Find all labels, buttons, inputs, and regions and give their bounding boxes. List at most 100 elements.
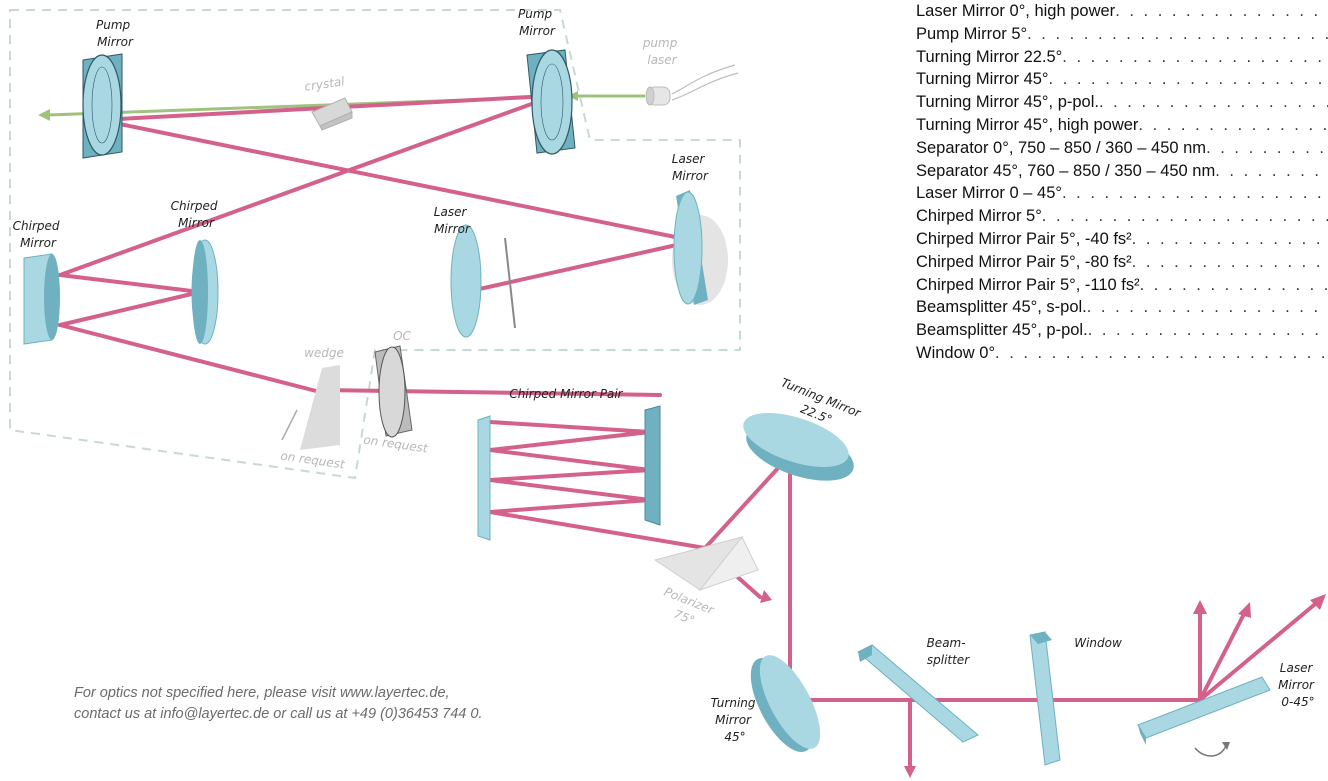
legend-leader-dots: [1132, 253, 1328, 272]
legend-item: Laser Mirror 0°, high power: [916, 2, 1328, 25]
legend-item-label: Chirped Mirror Pair 5°, -40 fs²: [916, 229, 1132, 248]
chirped-mirror-mid: [191, 239, 219, 345]
label-pump-mirror-left: Pump Mirror: [96, 18, 134, 49]
legend-leader-dots: [1115, 2, 1328, 21]
legend-item: Chirped Mirror Pair 5°, -110 fs²: [916, 276, 1328, 299]
pump-laser-cable: [671, 72, 739, 101]
output-arrow-1: [1193, 600, 1207, 614]
pump-beam-arrow: [568, 91, 578, 101]
pump-laser: [645, 86, 671, 106]
legend-leader-dots: [1132, 230, 1328, 249]
label-pump-mirror-right: Pump Mirror: [518, 7, 556, 38]
window-optic: [1029, 631, 1061, 766]
pump-mirror-right: [526, 49, 576, 155]
chirped-mirror-left: [23, 253, 60, 345]
legend-item: Beamsplitter 45°, s-pol.: [916, 298, 1328, 321]
output-green-arrow: [38, 109, 50, 121]
cavity-outline: [9, 9, 741, 480]
footnote-line: contact us at info@layertec.de or call u…: [74, 706, 483, 722]
legend-item-label: Turning Mirror 45°, p-pol.: [916, 93, 1099, 112]
rotation-arrow: [1194, 744, 1227, 757]
label-polarizer: Polarizer 75°: [656, 585, 720, 635]
cavity-beams: [58, 94, 1322, 772]
laser-mirror-0-45: [1137, 676, 1271, 745]
label-wedge: wedge: [304, 346, 344, 360]
legend-item: Turning Mirror 22.5°: [916, 48, 1328, 71]
label-oc-on-request: on request: [363, 433, 430, 456]
legend-item-label: Chirped Mirror Pair 5°, -110 fs²: [916, 275, 1140, 294]
contact-footnote: For optics not specified here, please vi…: [74, 683, 594, 725]
label-window: Window: [1074, 636, 1122, 650]
legend-item-label: Chirped Mirror 5°: [916, 207, 1042, 226]
legend-leader-dots: [1138, 116, 1328, 135]
legend-item-label: Beamsplitter 45°, p-pol.: [916, 321, 1088, 340]
legend-leader-dots: [1215, 162, 1328, 181]
laser-mirror-right: [672, 190, 728, 305]
legend-leader-dots: [1049, 70, 1328, 89]
legend-item-label: Pump Mirror 5°: [916, 24, 1028, 43]
legend-leader-dots: [1027, 25, 1328, 44]
polarizer-out-arrow: [760, 590, 772, 603]
pump-laser-cable: [671, 64, 736, 95]
turning-mirror-45: [750, 655, 821, 753]
legend-item-label: Beamsplitter 45°, s-pol.: [916, 298, 1087, 317]
legend-item: Window 0°: [916, 344, 1328, 367]
label-oc: OC: [393, 329, 411, 343]
legend-item-label: Chirped Mirror Pair 5°, -80 fs²: [916, 252, 1132, 271]
legend-leader-dots: [1042, 207, 1328, 226]
laser-mirror-mid: [450, 224, 516, 338]
pump-mirror-left: [82, 53, 123, 159]
label-pump-laser: pump laser: [642, 36, 681, 67]
legend-item-label: Separator 0°, 750 – 850 / 360 – 450 nm: [916, 138, 1207, 157]
legend-leader-dots: [1099, 93, 1328, 112]
rotation-arrow-head: [1222, 742, 1230, 750]
legend-item-label: Laser Mirror 0 – 45°: [916, 184, 1062, 203]
polarizer: [653, 536, 759, 592]
legend-item: Turning Mirror 45°, p-pol.: [916, 93, 1328, 116]
legend-leader-dots: [1206, 139, 1328, 158]
legend-item: Separator 45°, 760 – 850 / 350 – 450 nm: [916, 162, 1328, 185]
legend-item: Turning Mirror 45°, high power: [916, 116, 1328, 139]
output-arrow-3: [1310, 594, 1326, 610]
output-arrow-2: [1238, 602, 1251, 618]
legend-leader-dots: [995, 344, 1328, 363]
label-crystal: crystal: [304, 74, 346, 94]
label-laser-mirror-mid: Laser Mirror: [434, 205, 471, 236]
legend-item: Separator 0°, 750 – 850 / 360 – 450 nm: [916, 139, 1328, 162]
beamsplitter-out-arrow: [904, 766, 916, 778]
label-turning-mirror-45: Turning Mirror 45°: [711, 696, 760, 744]
optics-legend: Laser Mirror 0°, high power Pump Mirror …: [916, 2, 1328, 367]
legend-leader-dots: [1062, 184, 1328, 203]
legend-leader-dots: [1140, 276, 1328, 295]
legend-item: Pump Mirror 5°: [916, 25, 1328, 48]
legend-item: Chirped Mirror Pair 5°, -40 fs²: [916, 230, 1328, 253]
legend-leader-dots: [1088, 321, 1328, 340]
label-chirped-mirror-pair: Chirped Mirror Pair: [509, 387, 623, 401]
legend-item: Chirped Mirror Pair 5°, -80 fs²: [916, 253, 1328, 276]
crystal: [311, 97, 353, 131]
legend-item-label: Turning Mirror 45°: [916, 70, 1049, 89]
wedge-adjust-arrow: [281, 409, 298, 441]
legend-leader-dots: [1087, 298, 1328, 317]
legend-item-label: Turning Mirror 22.5°: [916, 47, 1063, 66]
output-coupler: [374, 345, 413, 438]
turning-mirror-22: [743, 413, 854, 481]
legend-item-label: Turning Mirror 45°, high power: [916, 115, 1139, 134]
legend-leader-dots: [1062, 48, 1328, 67]
label-chirped-mirror-left: Chirped Mirror: [13, 219, 64, 250]
label-laser-mirror-0-45: Laser Mirror 0-45°: [1278, 661, 1318, 709]
legend-item: Laser Mirror 0 – 45°: [916, 184, 1328, 207]
beamsplitter: [857, 644, 979, 743]
label-beamsplitter: Beam- splitter: [927, 636, 971, 667]
legend-item: Turning Mirror 45°: [916, 70, 1328, 93]
footnote-line: For optics not specified here, please vi…: [74, 685, 450, 701]
legend-item-label: Laser Mirror 0°, high power: [916, 2, 1116, 20]
chirped-mirror-pair: [477, 405, 661, 541]
legend-item: Chirped Mirror 5°: [916, 207, 1328, 230]
label-laser-mirror-right: Laser Mirror: [672, 152, 709, 183]
legend-item: Beamsplitter 45°, p-pol.: [916, 321, 1328, 344]
legend-item-label: Window 0°: [916, 343, 996, 362]
wedge: [300, 365, 340, 450]
label-chirped-mirror-mid: Chirped Mirror: [171, 199, 222, 230]
